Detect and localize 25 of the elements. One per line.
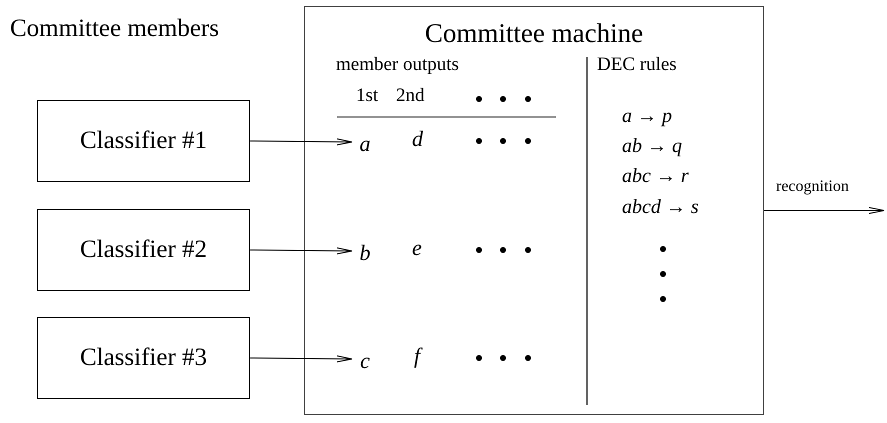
column-heading: member outputs [336, 55, 459, 74]
section-heading: Committee members [10, 16, 219, 41]
classifier-box: Classifier #2 [37, 209, 250, 291]
rule-text: a → p [622, 106, 672, 126]
arrow [250, 355, 352, 362]
box-title: Committee machine [424, 17, 644, 50]
output-symbol: a [355, 129, 375, 157]
classifier-box: Classifier #1 [37, 100, 250, 182]
edge-label: recognition [776, 178, 849, 194]
committee-machine-box [304, 6, 764, 415]
classifier-box: Classifier #3 [37, 317, 250, 399]
column-heading: DEC rules [597, 55, 677, 74]
arrow [250, 247, 352, 254]
arrow [250, 138, 352, 146]
output-symbol: f [414, 345, 420, 367]
output-symbol: e [412, 237, 422, 259]
rule-text: ab → q [622, 136, 682, 156]
rule-text: abcd → s [622, 197, 699, 217]
output-symbol: c [355, 346, 375, 374]
output-symbol: b [355, 238, 375, 266]
column-label: 2nd [396, 86, 424, 105]
column-label: 1st [356, 86, 378, 105]
output-symbol: d [412, 128, 423, 150]
arrow [764, 207, 884, 214]
rule-text: abc → r [622, 166, 689, 186]
